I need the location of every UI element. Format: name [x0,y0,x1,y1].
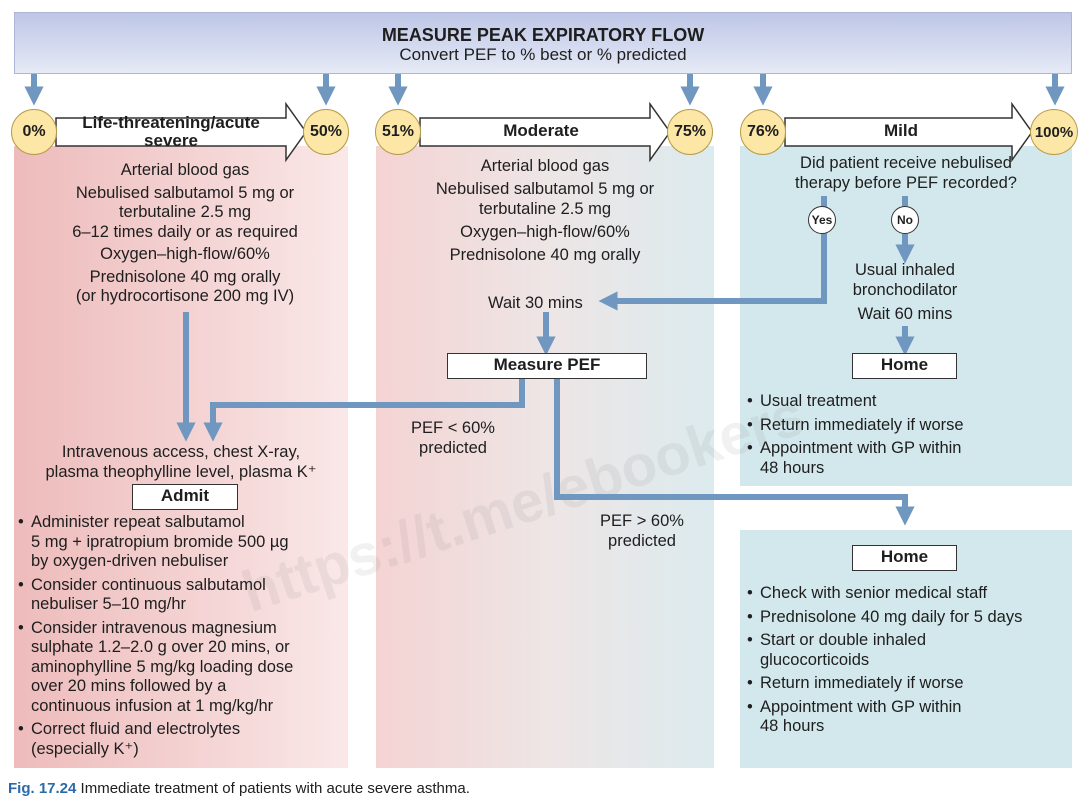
band-arrow-moderate [419,101,671,163]
moderate-panel [376,146,714,768]
list-item: Prednisolone 40 mg daily for 5 days [743,608,1075,628]
no-marker: No [891,206,919,234]
list-item: Correct fluid and electrolytes (especial… [14,720,348,759]
list-item: Return immediately if worse [743,674,1075,694]
nebulised-question: Did patient receive nebulised therapy be… [795,154,1017,192]
pef-high-label: PEF > 60% predicted [600,512,684,550]
band-label-mild: Mild [884,121,918,140]
list-item: Check with senior medical staff [743,584,1075,604]
percent-circle: 50% [303,109,349,155]
percent-circle: 51% [375,109,421,155]
moderate-treatment: Arterial blood gas Nebulised salbutamol … [435,157,655,264]
home-box-mild: Home [852,353,957,379]
home-box-moderate: Home [852,545,957,571]
figure-caption: Fig. 17.24 Immediate treatment of patien… [8,779,470,799]
percent-circle: 100% [1030,109,1078,155]
percent-circle: 76% [740,109,786,155]
figure-number: Fig. 17.24 [8,780,77,797]
list-item: Return immediately if worse [743,416,1069,436]
band-label-moderate: Moderate [503,121,579,140]
caption-text: Immediate treatment of patients with acu… [80,780,470,797]
home-moderate-bullets: Check with senior medical staff Predniso… [743,584,1075,741]
list-item: Consider continuous salbutamol nebuliser… [14,576,348,615]
wait-30-label: Wait 30 mins [488,294,583,312]
list-item: Usual treatment [743,392,1069,412]
wait-60-label: Wait 60 mins [857,305,953,323]
percent-circle: 75% [667,109,713,155]
list-item: Consider intravenous magnesium sulphate … [14,619,348,717]
percent-circle: 0% [11,109,57,155]
header-title: MEASURE PEAK EXPIRATORY FLOW [381,25,705,45]
pef-low-label: PEF < 60% predicted [411,419,495,457]
admit-bullets: Administer repeat salbutamol 5 mg + ipra… [14,513,348,763]
admit-intro: Intravenous access, chest X-ray, plasma … [45,443,317,481]
mild-home-bullets: Usual treatment Return immediately if wo… [743,392,1069,482]
list-item: Administer repeat salbutamol 5 mg + ipra… [14,513,348,572]
header-band: MEASURE PEAK EXPIRATORY FLOW Convert PEF… [14,12,1072,74]
list-item: Start or double inhaled glucocorticoids [743,631,1075,670]
header-subtitle: Convert PEF to % best or % predicted [399,45,687,64]
band-label-severe: Life-threatening/acute severe [82,113,260,150]
band-arrow-mild [784,101,1033,163]
list-item: Appointment with GP within 48 hours [743,698,1075,737]
yes-marker: Yes [808,206,836,234]
band-arrow-severe [55,101,307,163]
arrow-high-pef-to-home [554,379,915,526]
measure-pef-box: Measure PEF [447,353,647,379]
severe-treatment: Arterial blood gas Nebulised salbutamol … [72,161,298,305]
arrow-low-pef-to-admit [203,379,525,442]
admit-box: Admit [132,484,238,510]
list-item: Appointment with GP within 48 hours [743,439,1069,478]
usual-bronchodilator: Usual inhaled bronchodilator [852,261,958,299]
